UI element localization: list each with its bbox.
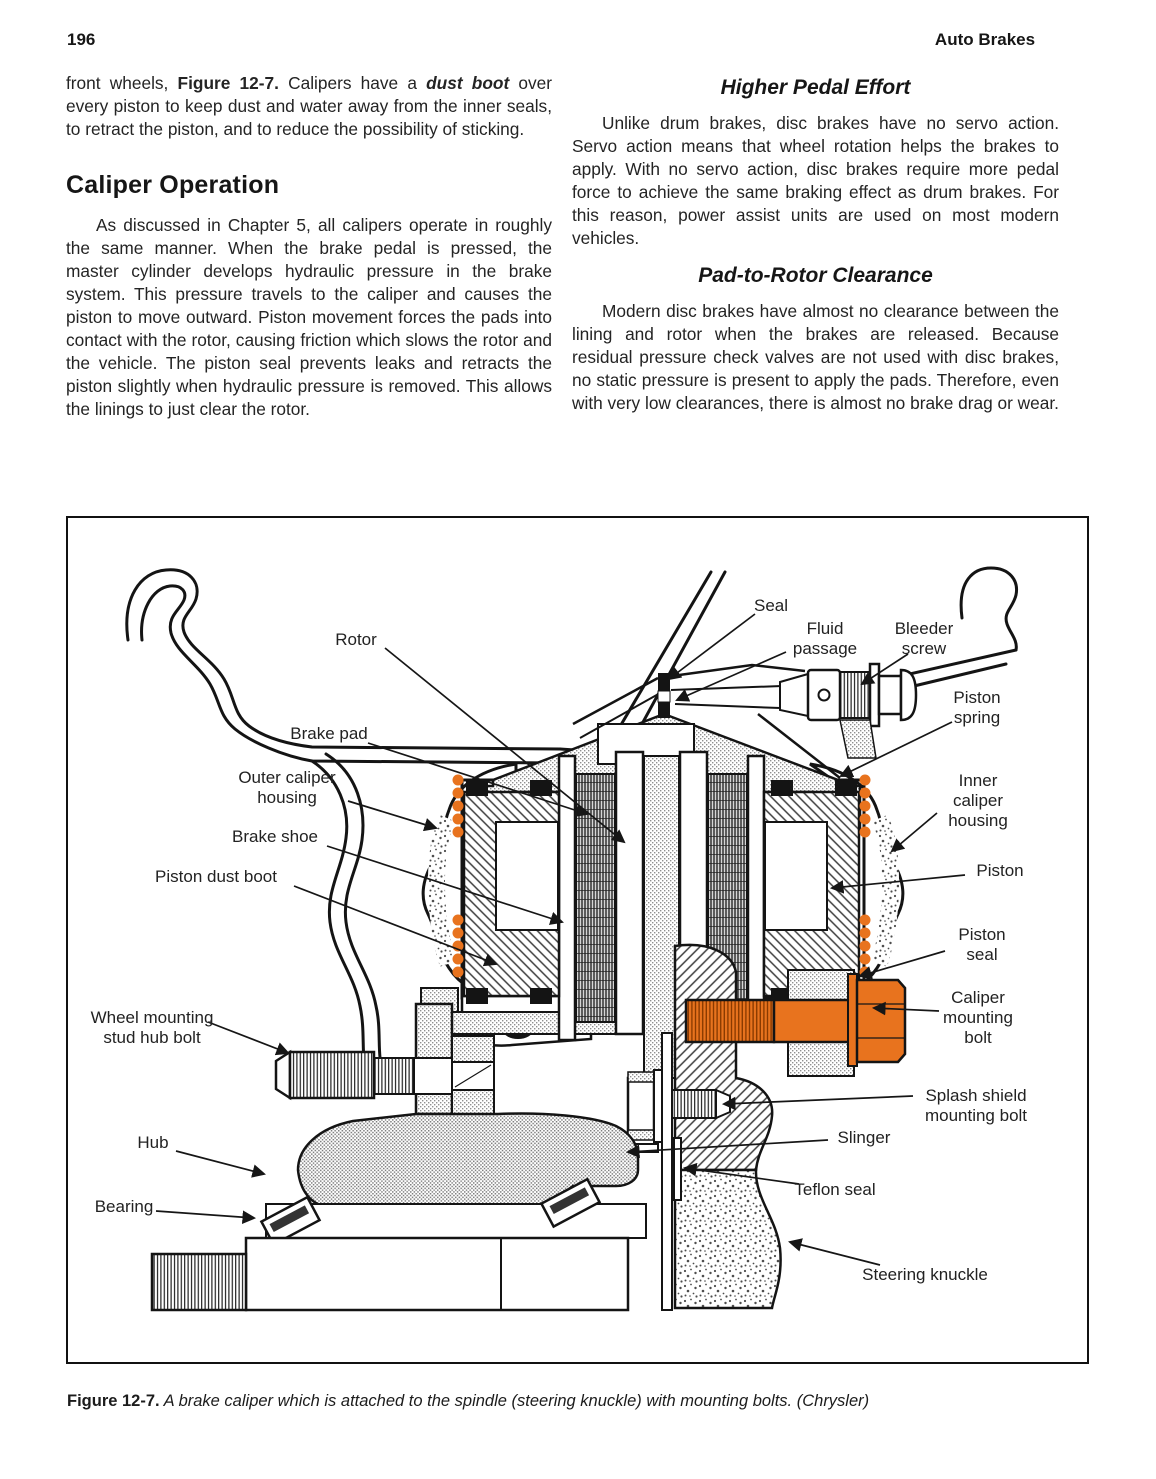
wheel-rim	[125, 566, 1019, 1080]
figure-label-fluid-passage: Fluid passage	[792, 619, 858, 658]
figure-label-slinger: Slinger	[837, 1128, 891, 1147]
caliper-operation-paragraph: As discussed in Chapter 5, all calipers …	[66, 215, 552, 419]
pad-to-rotor-clearance-paragraph: Modern disc brakes have almost no cleara…	[572, 301, 1059, 413]
running-head: Auto Brakes	[934, 30, 1036, 49]
piston-springs	[452, 774, 871, 978]
left-column: front wheels, Figure 12-7. Calipers have…	[66, 72, 552, 435]
caliper-mounting-bolt-shape	[684, 969, 907, 1077]
continuation-paragraph: front wheels, Figure 12-7. Calipers have…	[66, 72, 552, 141]
figure-caption-number: Figure 12-7.	[67, 1391, 160, 1410]
figure-12-7: Seal Fluid passage Bleeder screw Rotor P…	[66, 516, 1089, 1364]
subheading-higher-pedal-effort: Higher Pedal Effort	[720, 76, 911, 99]
figure-label-bearing: Bearing	[94, 1197, 154, 1216]
text-segment: Calipers have a	[278, 73, 427, 93]
leader-lines	[155, 613, 966, 1266]
figure-label-wheel-mounting-stud-hub-bolt: Wheel mounting stud hub bolt	[90, 1008, 214, 1047]
figure-label-brake-pad: Brake pad	[290, 724, 368, 743]
figure-caption-text: A brake caliper which is attached to the…	[159, 1391, 870, 1410]
text-segment: front wheels,	[66, 73, 178, 93]
section-heading-caliper-operation: Caliper Operation	[66, 171, 280, 199]
figure-label-splash-shield-mounting-bolt: Splash shield mounting bolt	[924, 1086, 1028, 1125]
hub-assembly	[150, 1002, 647, 1312]
figure-label-piston-dust-boot: Piston dust boot	[155, 867, 277, 886]
brake-caliper-diagram	[125, 566, 1019, 1312]
figure-label-inner-caliper-housing: Inner caliper housing	[948, 771, 1008, 830]
teflon-seal-shape	[673, 1137, 682, 1201]
figure-label-piston-spring: Piston spring	[953, 688, 1001, 727]
page-number: 196	[67, 30, 96, 49]
subheading-pad-to-rotor-clearance: Pad-to-Rotor Clearance	[698, 264, 933, 287]
figure-caption: Figure 12-7. A brake caliper which is at…	[67, 1391, 1089, 1412]
figure-label-rotor: Rotor	[335, 630, 377, 649]
higher-pedal-effort-paragraph: Unlike drum brakes, disc brakes have no …	[572, 113, 1059, 248]
figure-label-piston: Piston	[976, 861, 1024, 880]
figure-label-caliper-mounting-bolt: Caliper mounting bolt	[943, 988, 1013, 1047]
term-dust-boot: dust boot	[426, 73, 510, 93]
figure-label-outer-caliper-housing: Outer caliper housing	[238, 768, 336, 807]
figure-reference: Figure 12-7.	[177, 73, 279, 93]
figure-label-brake-shoe: Brake shoe	[232, 827, 318, 846]
figure-label-piston-seal: Piston seal	[958, 925, 1006, 964]
text-segment: over every piston to keep dust and water…	[66, 73, 553, 139]
figure-label-hub: Hub	[137, 1133, 169, 1152]
figure-label-steering-knuckle: Steering knuckle	[862, 1265, 988, 1284]
right-column: Higher Pedal Effort Unlike drum brakes, …	[572, 72, 1059, 429]
figure-label-bleeder-screw: Bleeder screw	[894, 619, 954, 658]
figure-label-seal: Seal	[753, 596, 789, 615]
figure-label-teflon-seal: Teflon seal	[794, 1180, 876, 1199]
